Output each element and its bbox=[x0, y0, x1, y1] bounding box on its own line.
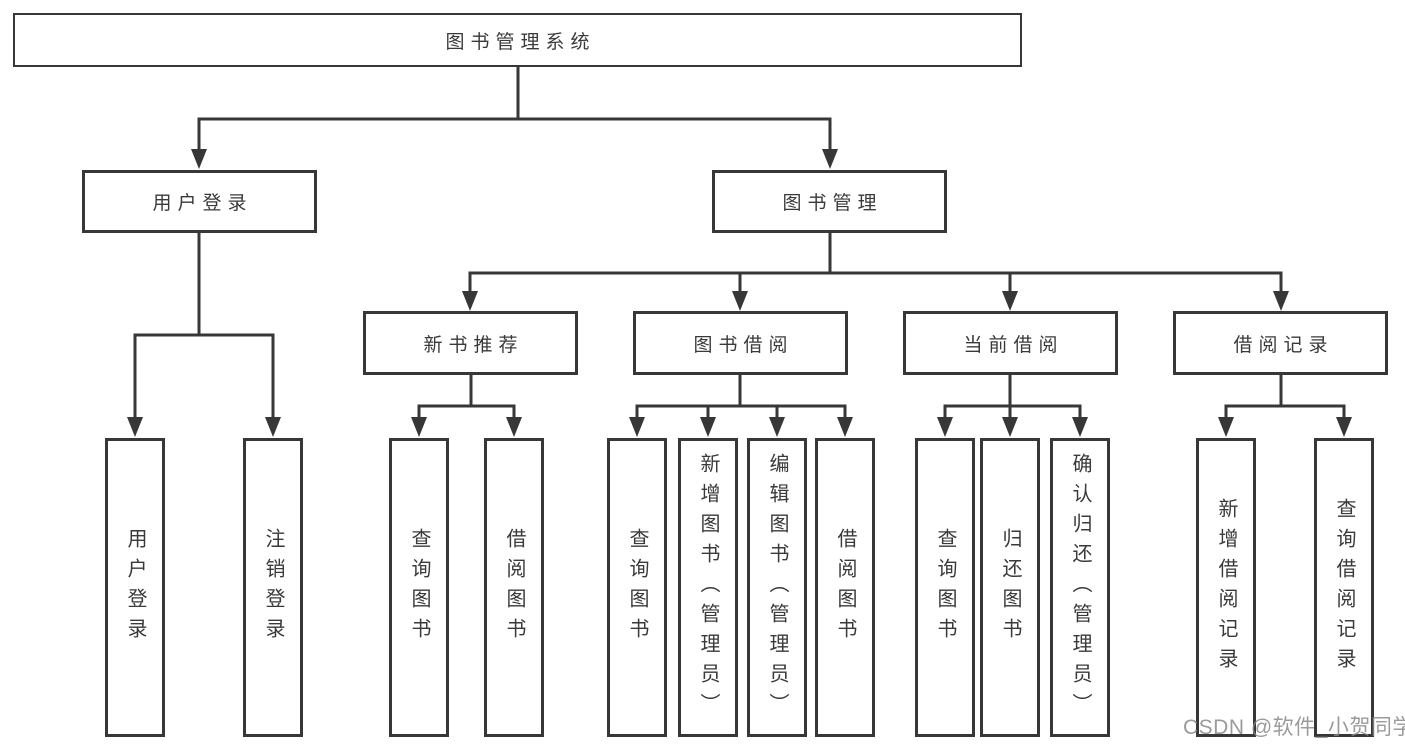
leaf-label: 查询图书 bbox=[408, 527, 430, 648]
leaf-query-books-current: 查询图书 bbox=[915, 438, 975, 737]
leaf-label: 查询借阅记录 bbox=[1333, 497, 1355, 678]
leaf-logout: 注销登录 bbox=[243, 438, 303, 737]
leaf-label: 注销登录 bbox=[262, 527, 284, 648]
node-new-book-recommendation: 新书推荐 bbox=[363, 311, 578, 375]
leaf-borrow-books-borrowing: 借阅图书 bbox=[815, 438, 875, 737]
arrowhead-icons bbox=[127, 149, 1352, 437]
leaf-query-borrow-record: 查询借阅记录 bbox=[1314, 438, 1374, 737]
node-book-borrowing: 图书借阅 bbox=[633, 311, 848, 375]
node-label: 用户登录 bbox=[152, 193, 253, 214]
leaf-query-books-recommend: 查询图书 bbox=[389, 438, 449, 737]
leaf-return-book: 归还图书 bbox=[980, 438, 1040, 737]
node-label: 当前借阅 bbox=[963, 334, 1064, 356]
leaf-confirm-return-admin: 确认归还（管理员） bbox=[1050, 438, 1110, 737]
leaf-label: 查询图书 bbox=[934, 527, 956, 648]
leaf-label: 借阅图书 bbox=[834, 527, 856, 648]
node-borrowing-records: 借阅记录 bbox=[1173, 311, 1388, 375]
node-label: 图书管理 bbox=[782, 193, 883, 214]
leaf-edit-book-admin: 编辑图书（管理员） bbox=[747, 438, 807, 737]
csdn-watermark: CSDN @软件_小贺同学 bbox=[1183, 716, 1405, 739]
node-label: 图书借阅 bbox=[693, 334, 794, 356]
leaf-label: 用户登录 bbox=[124, 527, 146, 648]
leaf-label: 查询图书 bbox=[626, 527, 648, 648]
leaf-user-login: 用户登录 bbox=[105, 438, 165, 737]
leaf-query-books-borrowing: 查询图书 bbox=[607, 438, 667, 737]
leaf-borrow-books-recommend: 借阅图书 bbox=[484, 438, 544, 737]
node-library-system: 图书管理系统 bbox=[13, 13, 1022, 67]
leaf-add-book-admin: 新增图书（管理员） bbox=[678, 438, 738, 737]
leaf-label: 编辑图书（管理员） bbox=[766, 452, 788, 723]
leaf-label: 归还图书 bbox=[999, 527, 1021, 648]
leaf-add-borrow-record: 新增借阅记录 bbox=[1196, 438, 1256, 737]
connector-lines bbox=[133, 67, 1346, 418]
leaf-label: 新增借阅记录 bbox=[1215, 497, 1237, 678]
leaf-label: 借阅图书 bbox=[503, 527, 525, 648]
leaf-label: 确认归还（管理员） bbox=[1069, 452, 1091, 723]
node-current-borrowing: 当前借阅 bbox=[903, 311, 1118, 375]
node-book-management: 图书管理 bbox=[712, 170, 947, 233]
node-user-login: 用户登录 bbox=[82, 170, 317, 233]
leaf-label: 新增图书（管理员） bbox=[697, 452, 719, 723]
node-label: 新书推荐 bbox=[423, 334, 524, 356]
node-label: 图书管理系统 bbox=[445, 31, 596, 53]
node-label: 借阅记录 bbox=[1233, 334, 1334, 356]
